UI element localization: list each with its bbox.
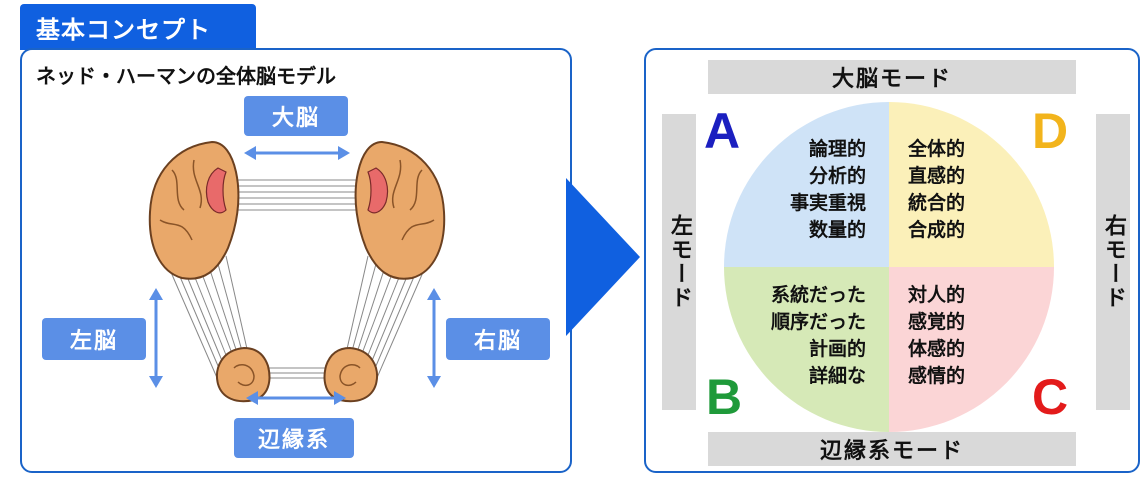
trait: 詳細な [808,365,866,387]
label-limbic-text: 辺縁系 [257,428,330,453]
trait: 系統だった [770,284,866,306]
trait: 体感的 [908,338,966,360]
trait: 感覚的 [908,311,966,333]
right-limbic [323,346,378,403]
quadrant-d-letter: D [1032,103,1069,159]
relation-arrows [149,146,441,405]
label-right-brain-text: 右脳 [473,329,522,354]
quadrant-b-fill [724,267,889,432]
label-limbic: 辺縁系 [234,418,354,458]
trait: 論理的 [808,138,866,160]
label-left-brain-text: 左脳 [69,329,118,354]
quadrant-c-letter: C [1032,369,1069,425]
thinking-modes-panel: 大脳モード 辺縁系モード 左モード 右モード A D B C 論理的 分析的 事… [644,48,1140,473]
quadrant-b-letter: B [706,369,743,425]
whole-brain-model-panel: ネッド・ハーマンの全体脳モデル [20,48,572,473]
mode-bar-left: 左モード [662,114,696,410]
quadrant-b-traits: 系統だった 順序だった 計画的 詳細な [771,282,866,390]
quadrant-a-traits: 論理的 分析的 事実重視 数量的 [790,136,866,244]
transition-arrow-icon [566,178,640,336]
mode-limbic-text: 辺縁系モード [819,439,964,464]
trait: 順序だった [770,311,866,333]
mode-bar-right: 右モード [1096,114,1130,410]
quadrant-a-letter: A [704,103,741,159]
quadrant-circle [724,102,1054,432]
quadrant-c-traits: 対人的 感覚的 体感的 感情的 [908,282,965,390]
trait: 対人的 [908,284,966,306]
trait: 分析的 [808,165,866,187]
mode-left-text: 左モード [667,214,692,310]
model-heading: ネッド・ハーマンの全体脳モデル [36,64,336,88]
trait: 感情的 [908,365,966,387]
trait: 統合的 [908,192,966,214]
trait: 合成的 [908,219,966,241]
left-hemisphere [148,140,240,280]
label-left-brain: 左脳 [42,318,146,360]
section-title-tab: 基本コンセプト [20,4,256,50]
mode-bar-cerebral: 大脳モード [708,60,1076,94]
quadrant-d-traits: 全体的 直感的 統合的 合成的 [908,136,965,244]
mode-bar-limbic: 辺縁系モード [708,432,1076,466]
brain-illustration [148,140,446,405]
quadrant-a-fill [724,102,889,267]
right-hemisphere [354,140,446,280]
label-right-brain: 右脳 [446,318,550,360]
trait: 事実重視 [789,192,866,214]
left-limbic [216,346,271,403]
mode-cerebral-text: 大脳モード [831,67,952,92]
trait: 直感的 [908,165,966,187]
trait: 全体的 [908,138,966,160]
quadrant-d-fill [889,102,1054,267]
label-cerebrum: 大脳 [244,96,348,136]
mode-right-text: 右モード [1101,214,1126,310]
quadrant-c-fill [889,267,1054,432]
trait: 数量的 [808,219,866,241]
section-title: 基本コンセプト [36,15,211,44]
label-cerebrum-text: 大脳 [271,106,320,131]
trait: 計画的 [808,338,866,360]
